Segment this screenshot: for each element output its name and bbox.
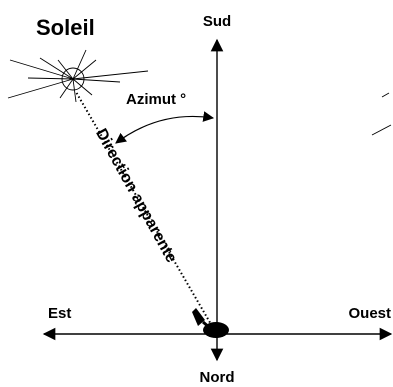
north-label: Nord (200, 369, 235, 386)
apparent-direction-label: Direction apparente (92, 126, 180, 266)
apparent-direction-line (75, 91, 213, 327)
partial-rays-icon (371, 92, 392, 136)
west-label: Ouest (348, 305, 391, 322)
observer-icon (192, 308, 229, 338)
sun-icon (7, 49, 149, 103)
south-label: Sud (203, 13, 231, 30)
azimuth-arc (115, 111, 215, 144)
east-label: Est (48, 305, 71, 322)
azimuth-label: Azimut ° (126, 91, 186, 108)
sun-label: Soleil (36, 15, 95, 40)
